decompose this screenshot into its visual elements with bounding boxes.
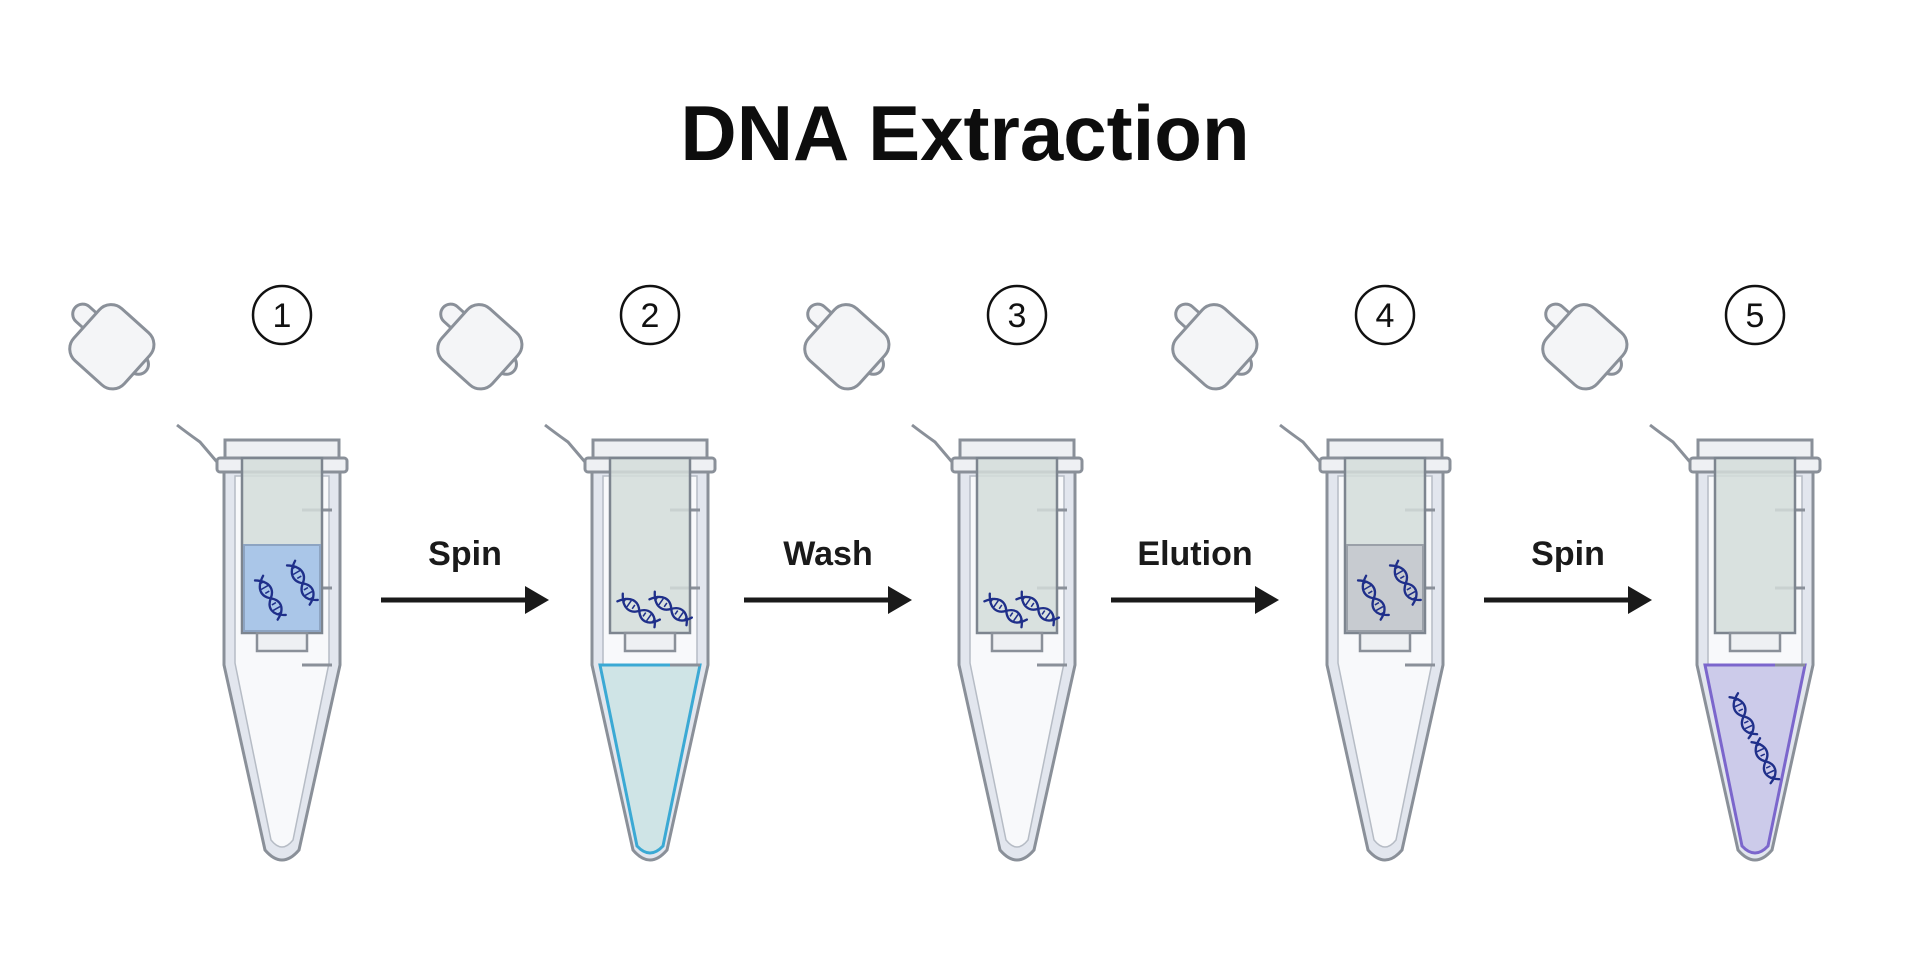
step-number: 5 — [1746, 297, 1765, 335]
arrow-spin-2: Spin — [1484, 535, 1652, 614]
arrow-label: Spin — [428, 535, 502, 573]
spin-column — [223, 438, 341, 653]
step-number: 2 — [641, 297, 660, 335]
step-3: 3 — [796, 284, 1084, 862]
arrow-wash: Wash — [744, 535, 912, 614]
microcentrifuge-tube — [429, 296, 717, 862]
step-number-circle — [619, 284, 681, 346]
step-5: 5 — [1534, 284, 1822, 862]
step-number-circle — [1354, 284, 1416, 346]
arrow-label: Wash — [783, 535, 872, 573]
step-2: 2 — [429, 284, 717, 862]
step-number-circle — [986, 284, 1048, 346]
microcentrifuge-tube — [1164, 296, 1452, 862]
arrow-elution: Elution — [1111, 535, 1279, 614]
step-number-circle — [1724, 284, 1786, 346]
column-filter — [243, 544, 321, 632]
step-4: 4 — [1164, 284, 1452, 862]
flow-through-liquid — [598, 663, 702, 855]
microcentrifuge-tube — [61, 296, 349, 862]
arrow-label: Spin — [1531, 535, 1605, 573]
step-number: 4 — [1376, 297, 1395, 335]
spin-column — [591, 438, 709, 653]
spin-column — [958, 438, 1076, 653]
eluate-liquid — [1703, 663, 1807, 855]
arrow-label: Elution — [1137, 535, 1252, 573]
step-number-circle — [251, 284, 313, 346]
arrow-spin-1: Spin — [381, 535, 549, 614]
step-1: 1 — [61, 284, 349, 862]
spin-column — [1326, 438, 1444, 653]
spin-column — [1696, 438, 1814, 653]
microcentrifuge-tube — [796, 296, 1084, 862]
diagram-title: DNA Extraction — [680, 89, 1249, 177]
column-filter — [1346, 544, 1424, 632]
microcentrifuge-tube — [1534, 296, 1822, 862]
step-number: 1 — [273, 297, 292, 335]
step-number: 3 — [1008, 297, 1027, 335]
